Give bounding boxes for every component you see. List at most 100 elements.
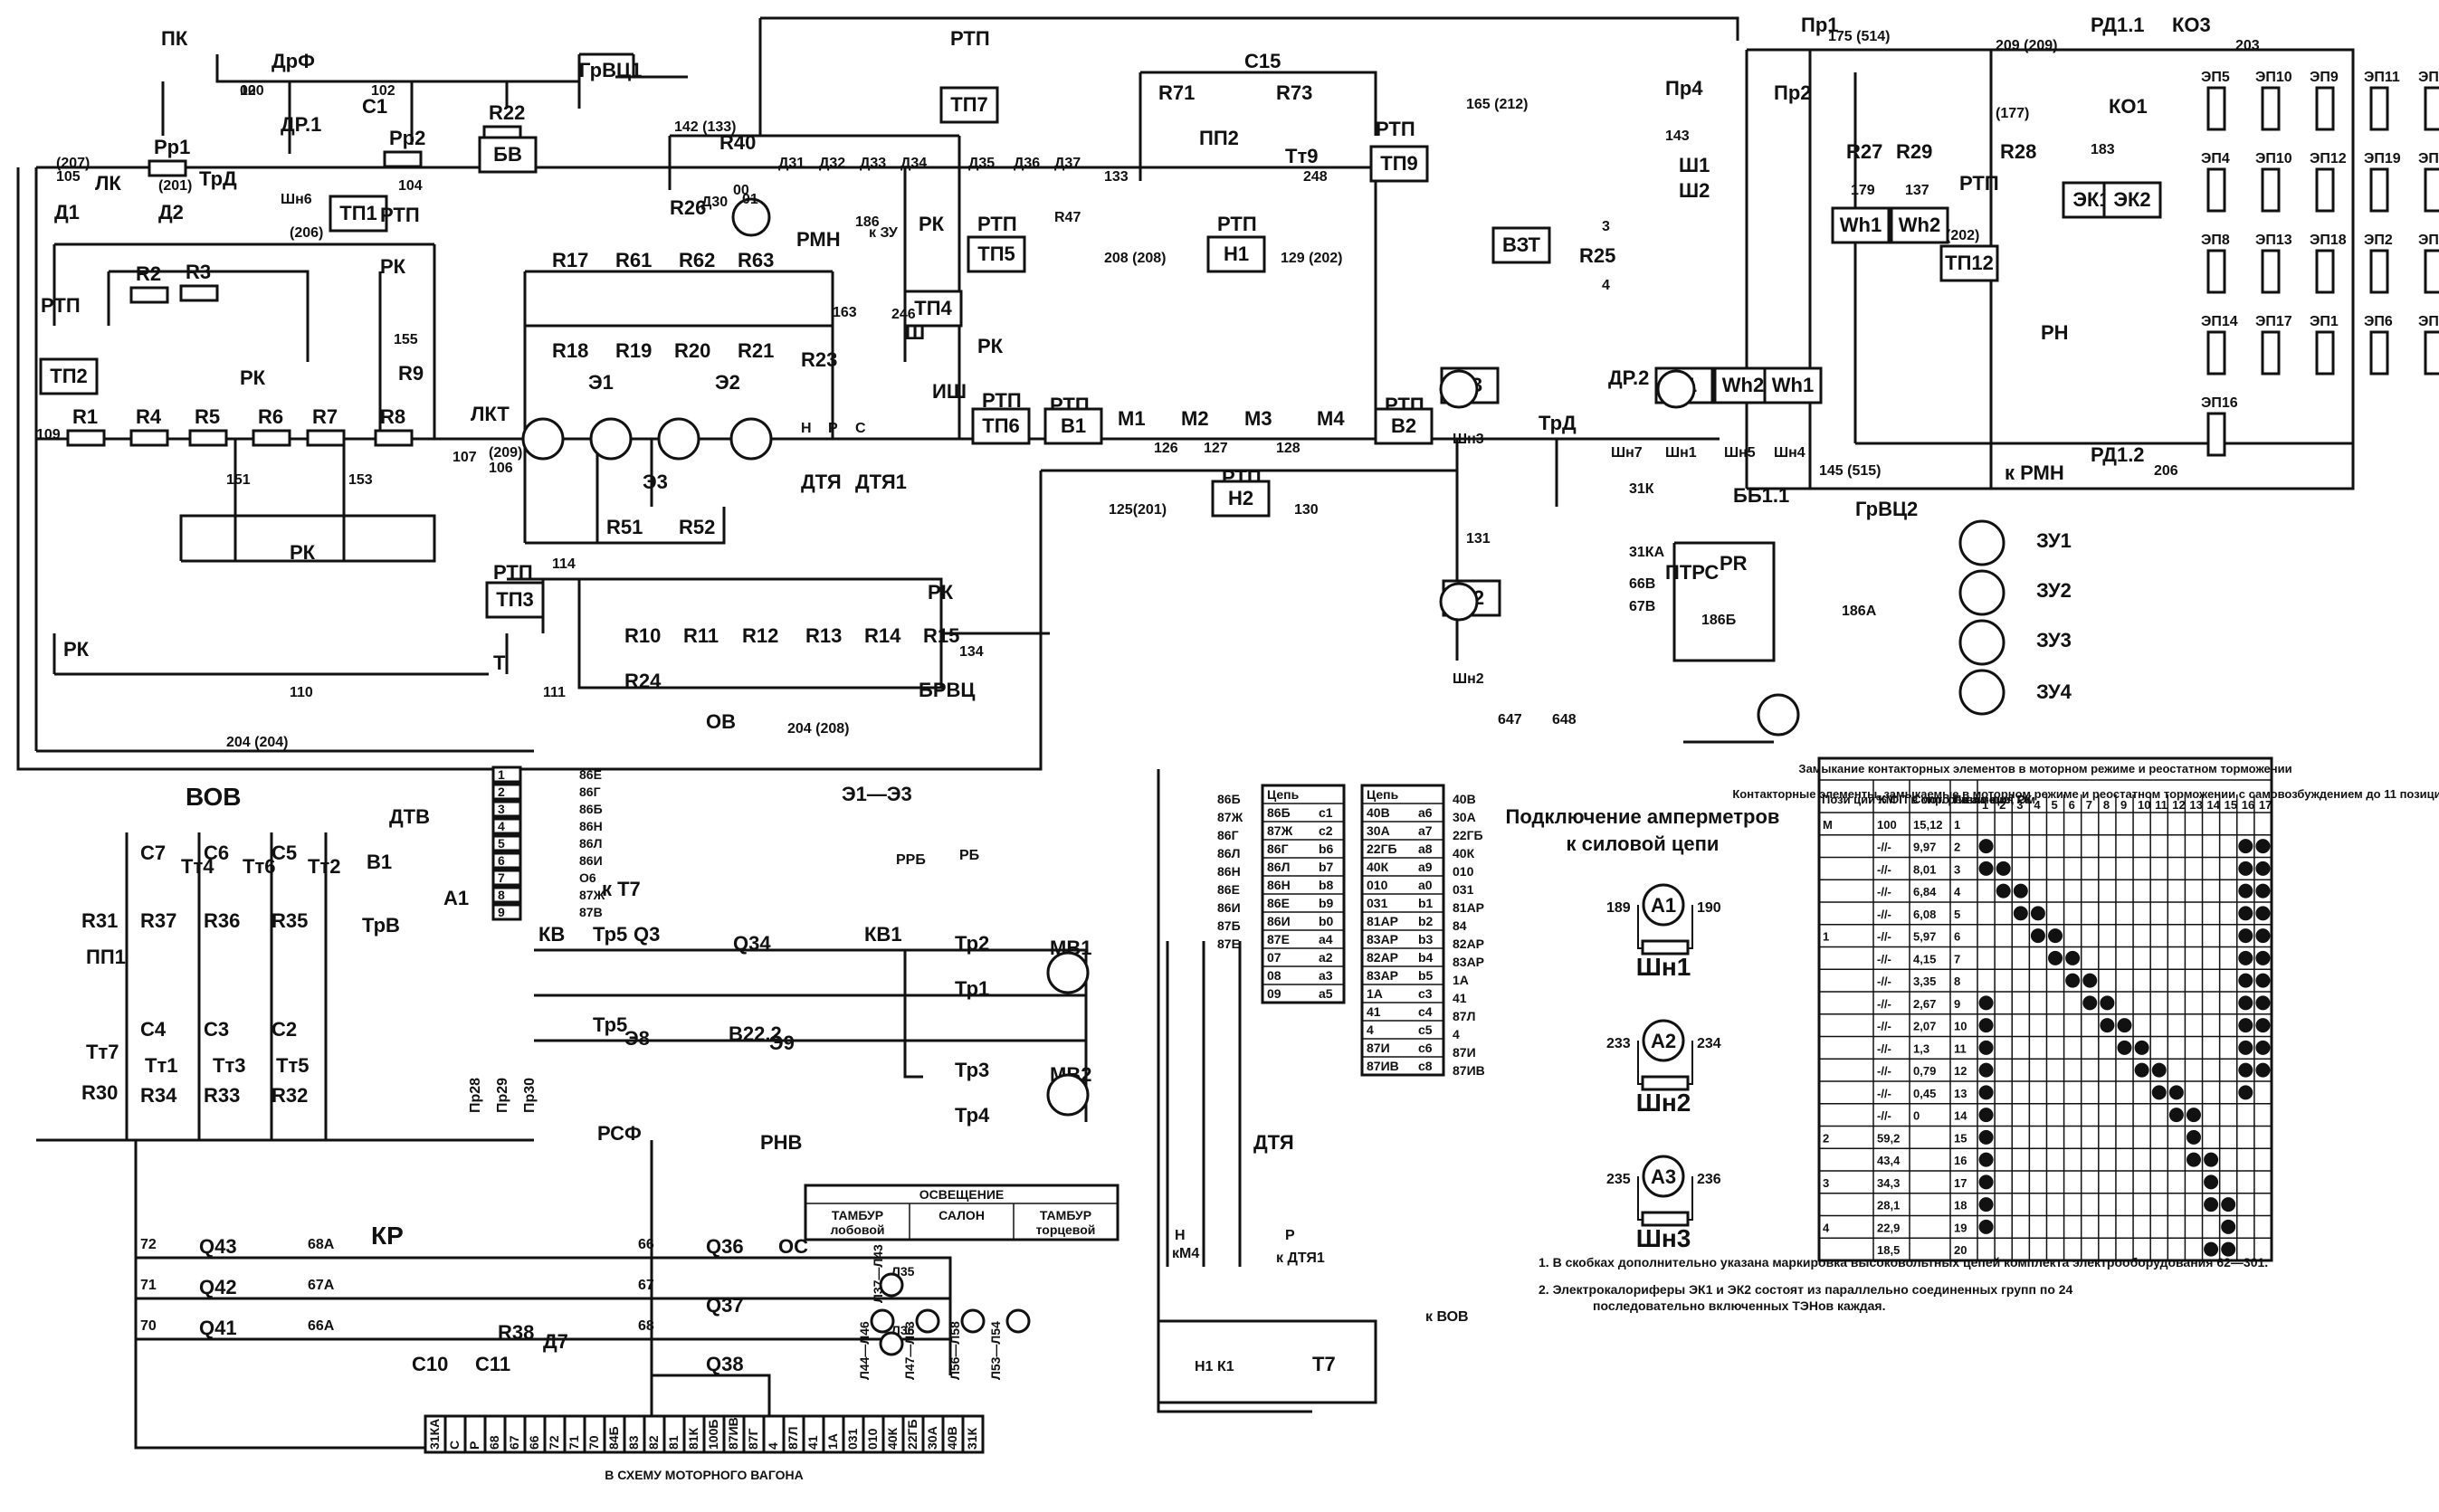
wire-number: 145 (515) [1819,463,1882,479]
component-rd12: РД1.2 [2091,443,2145,466]
component-rr1: Рр1 [148,136,190,177]
component-r33: R33 [204,1084,240,1107]
component-label: С4 [140,1018,167,1041]
dtv-terminal-number: 3 [498,802,505,816]
connector-circuit: 08 [1267,968,1281,983]
connector-pin: a5 [1319,986,1333,1001]
component-label: М1 [1118,407,1146,430]
component-label: R17 [552,249,588,271]
component-label: Тр4 [955,1104,990,1127]
contact-closed-dot [2013,883,2028,899]
component-label: Тт7 [86,1041,119,1063]
component-r11: R11 [683,624,719,647]
component-label: РТП [380,204,420,226]
component-label: R26 [670,196,706,219]
heater-body [2369,249,2389,294]
component-label: R8 [380,405,405,428]
ammeter-name: А3 [1651,1165,1676,1188]
terminal-label: 81 [666,1435,681,1450]
component-label: к РМН [2005,461,2064,484]
connector-pin: b0 [1319,914,1334,928]
component-n2: Н2 [1211,480,1271,518]
component-r61: R61 [615,249,652,271]
component-r28: R28 [2000,140,2036,163]
heater-label: ЭП14 [2201,314,2238,329]
connector-pin: b6 [1319,842,1334,856]
pr-motor-symbol [1757,693,1800,737]
bus-label: 40В [1453,792,1476,806]
bus-label: 010 [1453,864,1474,879]
heater-body [2206,249,2226,294]
component-label: Т [493,651,506,674]
component-label: R22 [489,101,525,124]
terminal-cell: 81 [662,1414,686,1454]
table-cell: 16 [1954,1154,1967,1167]
component-label: R12 [742,624,778,647]
component-sh2: Ш2 [1679,179,1710,202]
connector-circuit: 41 [1367,1004,1381,1019]
relay-coil-box [1211,480,1271,518]
contact-closed-dot [2238,883,2253,899]
dtv-terminal-number: 9 [498,905,505,919]
table-cell: М [1823,818,1833,832]
terminal-cell: Р [463,1414,487,1454]
terminal-label: С [447,1441,462,1450]
component-d34: Д34 [900,156,927,171]
component-grvc1: ГрВЦ1 [579,59,642,81]
contact-closed-dot [2186,1152,2201,1167]
terminal-cell: С [443,1414,467,1454]
component-label: ТП9 [1380,152,1418,175]
heater-body [2261,167,2281,213]
wire-number: 102 [371,83,395,99]
contact-closed-dot [2238,1040,2253,1055]
component-label: Тт1 [145,1054,177,1077]
contact-closed-dot [2255,906,2271,921]
component-bv: БВ [478,136,538,174]
wire-number: 186Б [1701,613,1736,628]
component-tt5: Тт5 [276,1054,309,1077]
component-label: БВ [493,143,522,166]
connector-circuit: 83АР [1367,968,1398,983]
component-shn4: Шн4 [1774,445,1805,461]
contact-closed-dot [2048,928,2063,944]
component-label: Пр29 [495,1078,510,1113]
relay-coil-box [1374,407,1434,445]
contact-closed-dot [2100,995,2115,1011]
component-r52: R52 [679,516,715,538]
component-label: ЗУ1 [2036,529,2072,552]
contact-closed-dot [1996,861,2011,876]
dtv-terminal-label: 86Б [579,802,603,816]
dtv-terminal-label: 87Ж [579,888,605,902]
component-label: R9 [398,362,424,385]
component-q38: Q38 [706,1353,744,1375]
wire-number: 186А [1842,604,1877,619]
wire-number: 647 [1498,712,1522,727]
component-label: Шн6 [281,192,312,207]
wire-number: 127 [1204,441,1228,456]
heater-body [2206,412,2226,457]
component-label: ТП5 [977,242,1015,265]
component-vzt: ВЗТ [1491,226,1551,264]
component-label: РТП [493,561,533,584]
component-tr5b: Тр5 [593,1013,627,1036]
component-label: РМН [796,228,841,251]
component-c1: С1 [362,95,387,118]
terminal-label: 010 [865,1428,880,1450]
wire-number: 134 [959,644,984,660]
table-cell: 15 [1954,1131,1967,1145]
component-label: РК [240,366,266,389]
table-title: Замыкание контакторных элементов в мотор… [1798,762,2291,775]
table-cell: 5 [1954,908,1960,921]
component-label: R10 [624,624,661,647]
dtv-terminal-label: О6 [579,870,596,885]
component-label: Н1 [1224,242,1249,265]
component-label: Шн2 [1453,671,1484,687]
terminal-label: 66 [527,1435,541,1450]
heater-element: ЭП1 [2310,314,2339,376]
contact-closed-dot [2255,995,2271,1011]
component-m4f: М4 [1317,407,1345,430]
connector-pin: a6 [1418,805,1433,820]
contact-number: 16 [2242,798,2254,812]
